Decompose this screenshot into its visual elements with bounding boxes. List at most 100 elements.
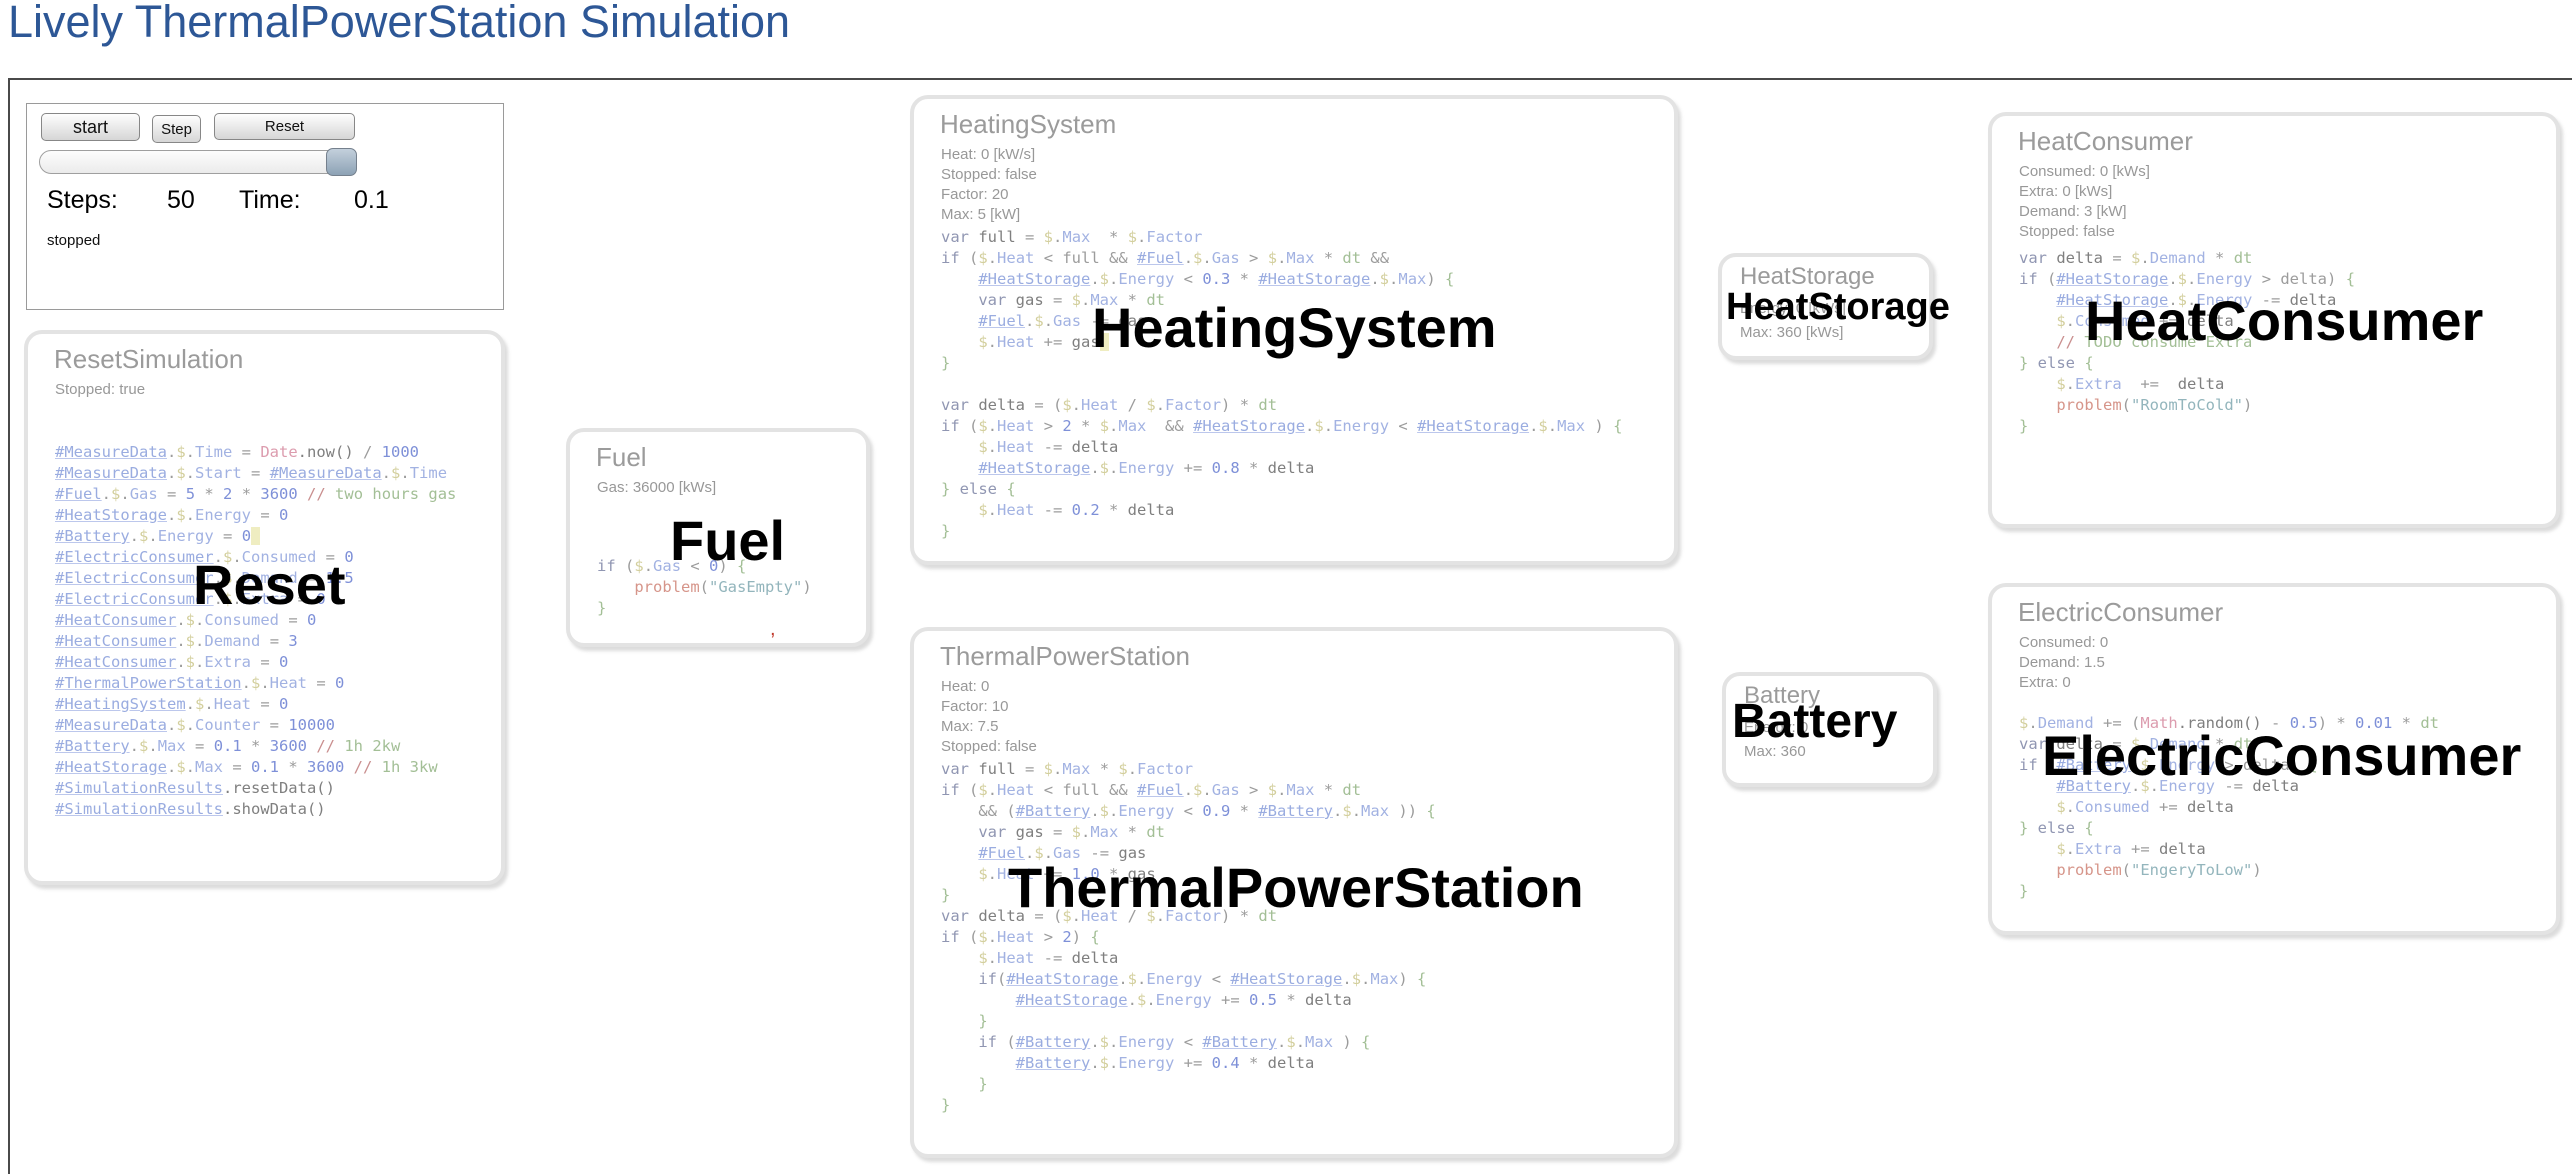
code-line: #Fuel.$.Gas -= gas <box>978 312 1147 330</box>
panel-stats: Stopped: true <box>55 380 145 400</box>
slider-handle-icon[interactable] <box>326 148 357 176</box>
code-line: // TODO consume Extra <box>2056 333 2253 351</box>
code-editor[interactable]: #MeasureData.$.Time = Date.now() / 1000#… <box>55 442 493 820</box>
code-line: } <box>2019 417 2029 435</box>
stat-line: Stopped: true <box>55 381 146 398</box>
code-line: #MeasureData.$.Start = #MeasureData.$.Ti… <box>55 464 448 482</box>
panel-reset-simulation[interactable]: ResetSimulation Stopped: true #MeasureDa… <box>24 330 505 885</box>
code-line: #HeatStorage.$.Energy = 0 <box>55 506 289 524</box>
code-line: if (#Battery.$.Energy > delta) { <box>2019 756 2318 774</box>
panel-heat-consumer[interactable]: HeatConsumer Consumed: 0 [kWs] Extra: 0 [… <box>1988 112 2560 528</box>
panel-stats: Consumed: 0 [kWs] Extra: 0 [kWs] Demand: 3… <box>2019 162 2150 242</box>
code-line: if (#Battery.$.Energy < #Battery.$.Max )… <box>978 1033 1371 1051</box>
code-line: #SimulationResults.showData() <box>55 800 326 818</box>
reset-button[interactable]: Reset <box>214 113 355 140</box>
panel-title: ResetSimulation <box>54 344 244 374</box>
code-line: var delta = ($.Heat / $.Factor) * dt <box>941 907 1278 925</box>
steps-row: Steps: 50 Time: 0.1 <box>27 186 503 216</box>
panel-stats: Energy: 0 Max: 360 <box>1744 716 1808 764</box>
panel-title: ThermalPowerStation <box>940 641 1190 671</box>
code-line: var full = $.Max * $.Factor <box>941 760 1194 778</box>
code-line: $.Heat += 1.0 * gas <box>978 865 1156 883</box>
code-line: problem("GasEmpty") <box>634 578 812 596</box>
code-line: if ($.Heat > 2) { <box>941 928 1100 946</box>
code-line: var delta = $.Demand * dt <box>2019 735 2253 753</box>
code-line: var delta = $.Demand * dt <box>2019 249 2253 267</box>
code-line: } <box>941 522 951 540</box>
red-tick-mark: , <box>770 618 776 640</box>
code-line: #Fuel.$.Gas -= gas <box>978 844 1147 862</box>
code-line: #Battery.$.Energy += 0.4 * delta <box>1015 1054 1315 1072</box>
code-line: #Battery.$.Max = 0.1 * 3600 // 1h 2kw <box>55 737 401 755</box>
code-line: $.Consumed += delta <box>2056 798 2234 816</box>
stat-line: Factor: 20 <box>941 186 1009 203</box>
code-line: #HeatConsumer.$.Consumed = 0 <box>55 611 317 629</box>
world-frame <box>8 78 2572 1174</box>
panel-title: Fuel <box>596 442 647 472</box>
code-line: } <box>941 1096 951 1114</box>
stat-line: Demand: 3 [kW] <box>2019 203 2127 220</box>
code-editor[interactable]: $.Demand += (Math.random() - 0.5) * 0.01… <box>2019 713 2548 902</box>
code-line: if ($.Gas < 0) { <box>597 557 747 575</box>
code-line: $.Heat -= delta <box>978 949 1119 967</box>
panel-fuel[interactable]: Fuel Gas: 36000 [kWs] if ($.Gas < 0) { p… <box>566 428 870 647</box>
stat-line: Max: 5 [kW] <box>941 206 1021 223</box>
morph-name-overlay: HeatingSystem <box>1092 296 1497 359</box>
code-line: $.Heat -= delta <box>978 438 1119 456</box>
code-line: var gas = $.Max * dt <box>978 823 1166 841</box>
stat-line: Consumed: 0 [kWs] <box>2019 163 2150 180</box>
control-panel[interactable]: start Step Reset Steps: 50 Time: 0.1 sto… <box>26 103 504 310</box>
code-line: #HeatingSystem.$.Heat = 0 <box>55 695 289 713</box>
code-line: #HeatStorage.$.Energy += 0.5 * delta <box>1015 991 1352 1009</box>
stat-line: Stopped: false <box>941 738 1037 755</box>
morph-name-overlay: HeatConsumer <box>2085 289 2484 352</box>
start-button[interactable]: start <box>41 113 140 141</box>
code-line: #HeatStorage.$.Energy -= delta <box>2056 291 2337 309</box>
stat-line: Extra: 0 [kWs] <box>2019 183 2113 200</box>
code-line: #Battery.$.Energy = 0 <box>55 526 493 547</box>
code-line: var delta = ($.Heat / $.Factor) * dt <box>941 396 1278 414</box>
morph-name-overlay: ThermalPowerStation <box>1008 856 1584 919</box>
morph-name-overlay: HeatStorage <box>1726 286 1950 328</box>
steps-slider[interactable] <box>39 148 357 176</box>
stat-line: Energy: 0 <box>1744 719 1809 736</box>
stat-line: Energy: 0 [kWs] <box>1740 300 1846 317</box>
code-line: if(#HeatStorage.$.Energy < #HeatStorage.… <box>978 970 1427 988</box>
code-line: } <box>941 886 951 904</box>
code-line: #SimulationResults.resetData() <box>55 779 335 797</box>
code-editor[interactable]: if ($.Gas < 0) { problem("GasEmpty")} <box>597 556 858 619</box>
steps-value: 50 <box>167 186 195 214</box>
step-button[interactable]: Step <box>152 115 201 143</box>
panel-heat-storage[interactable]: HeatStorage Energy: 0 [kWs] Max: 360 [kWs… <box>1718 253 1950 360</box>
code-line: #HeatStorage.$.Energy += 0.8 * delta <box>978 459 1315 477</box>
code-line: } else { <box>2019 354 2094 372</box>
code-line: problem("RoomToCold") <box>2056 396 2253 414</box>
code-line: if ($.Heat > 2 * $.Max && #HeatStorage.$… <box>941 417 1623 435</box>
panel-heating-system[interactable]: HeatingSystem Heat: 0 [kW/s]Stopped: fal… <box>910 95 1678 565</box>
panel-title: HeatStorage <box>1740 263 1875 290</box>
panel-title: ElectricConsumer <box>2018 597 2224 627</box>
stat-line: Max: 7.5 <box>941 718 999 735</box>
code-line: $.Extra += delta <box>2056 840 2206 858</box>
stat-line: Max: 360 [kWs] <box>1740 324 1844 341</box>
panel-title: Battery <box>1744 682 1821 709</box>
code-line: } <box>978 1075 988 1093</box>
code-line: } <box>941 354 951 372</box>
code-line: var gas = $.Max * dt <box>978 291 1166 309</box>
code-line: #Battery.$.Energy -= delta <box>2056 777 2300 795</box>
code-line: && (#Battery.$.Energy < 0.9 * #Battery.$… <box>941 802 1436 820</box>
code-line: #ElectricConsumer.$.Consumed = 0 <box>55 548 354 566</box>
stat-line: Max: 360 <box>1744 743 1806 760</box>
code-line: $.Demand += (Math.random() - 0.5) * 0.01… <box>2019 714 2440 732</box>
stat-line: Demand: 1.5 <box>2019 654 2105 671</box>
